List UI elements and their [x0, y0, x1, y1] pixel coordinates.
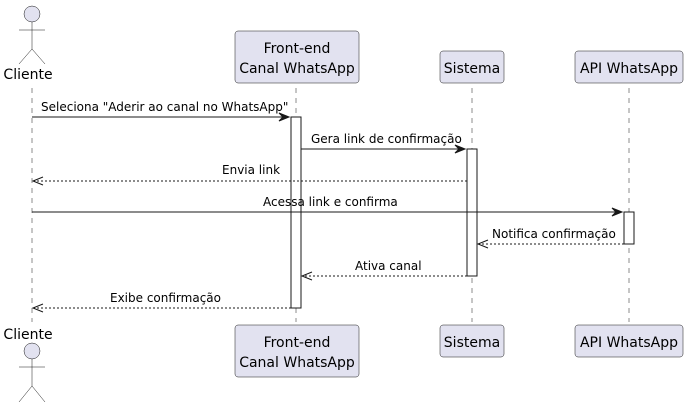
message-label: Envia link — [222, 163, 280, 177]
participant-sistema-label: Sistema — [444, 335, 500, 351]
message-label: Seleciona "Aderir ao canal no WhatsApp" — [41, 100, 288, 114]
message-label: Acessa link e confirma — [263, 195, 398, 209]
arrow-right-icon — [278, 112, 291, 122]
arrow-right-icon — [454, 144, 467, 154]
message-label: Gera link de confirmação — [311, 132, 462, 146]
participant-api-label: API WhatsApp — [580, 335, 678, 351]
actor-cliente-bottom: Cliente — [3, 327, 53, 403]
actor-cliente-top: Cliente — [3, 5, 53, 83]
participant-label-cliente-bottom: Cliente — [3, 327, 52, 343]
participant-sistema-label: Sistema — [444, 61, 500, 77]
arrow-left-icon — [31, 176, 44, 186]
arrow-left-icon — [31, 303, 44, 313]
participant-label-cliente-top: Cliente — [3, 67, 52, 83]
actor-head-icon — [23, 342, 41, 360]
message-3: Envia link — [31, 163, 467, 186]
participant-api-label: API WhatsApp — [580, 61, 678, 77]
participant-frontend-top: Front-end Canal WhatsApp — [234, 30, 360, 84]
message-1: Seleciona "Aderir ao canal no WhatsApp" — [32, 100, 291, 122]
participant-frontend-bottom: Front-end Canal WhatsApp — [234, 324, 360, 378]
actor-head-icon — [23, 5, 41, 23]
message-label: Ativa canal — [355, 259, 422, 273]
message-5: Notifica confirmação — [476, 227, 624, 249]
arrow-right-icon — [611, 207, 624, 217]
message-2: Gera link de confirmação — [301, 132, 467, 154]
participant-frontend-line2: Canal WhatsApp — [239, 61, 355, 77]
message-4: Acessa link e confirma — [32, 195, 624, 217]
message-label: Exibe confirmação — [110, 291, 221, 305]
participant-frontend-line2: Canal WhatsApp — [239, 355, 355, 371]
arrow-left-icon — [300, 271, 313, 281]
participant-frontend-line1: Front-end — [264, 335, 331, 351]
message-label: Notifica confirmação — [492, 227, 616, 241]
participant-api-bottom: API WhatsApp — [574, 324, 684, 358]
message-6: Ativa canal — [300, 259, 467, 281]
arrow-left-icon — [476, 239, 489, 249]
activation-api — [623, 211, 635, 245]
participant-sistema-top: Sistema — [439, 50, 505, 84]
participant-sistema-bottom: Sistema — [439, 324, 505, 358]
message-7: Exibe confirmação — [31, 291, 291, 313]
participant-api-top: API WhatsApp — [574, 50, 684, 84]
participant-frontend-line1: Front-end — [264, 41, 331, 57]
